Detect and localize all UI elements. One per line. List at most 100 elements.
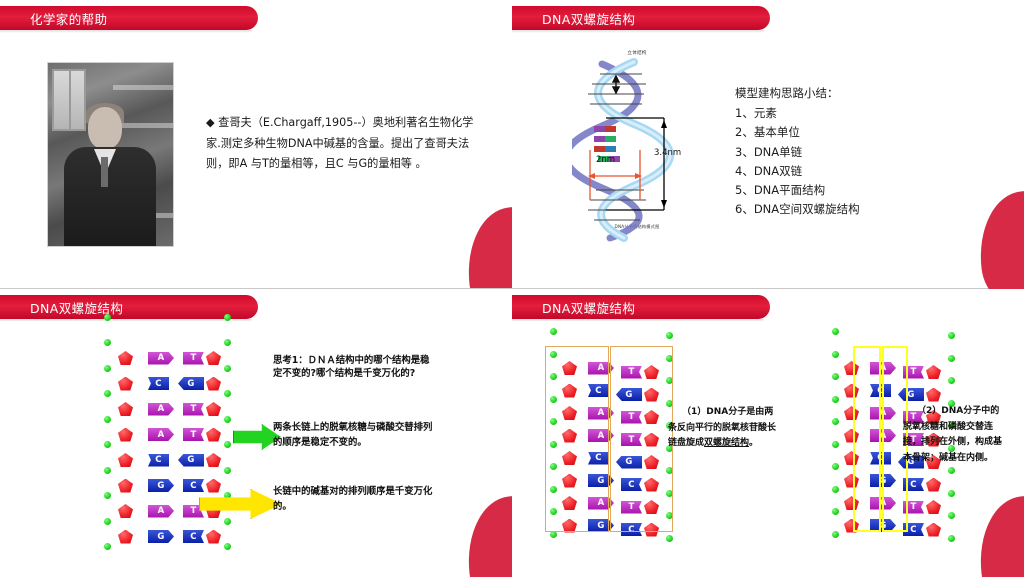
phosphate-dot (832, 328, 839, 336)
slide-title-text: 化学家的帮助 (30, 11, 108, 27)
phosphate-dot (104, 492, 111, 500)
deoxyribose-pentagon (562, 428, 577, 443)
deoxyribose-pentagon (118, 504, 133, 518)
deoxyribose-pentagon (644, 432, 659, 447)
base-right: T (183, 351, 204, 365)
deoxyribose-pentagon (562, 451, 577, 465)
deoxyribose-pentagon (206, 529, 221, 544)
deoxyribose-pentagon (844, 473, 859, 488)
slide-title-text: DNA双螺旋结构 (542, 300, 636, 316)
slide-double-helix-model[interactable]: DNA双螺旋结构 (512, 0, 1024, 288)
deoxyribose-pentagon (926, 477, 941, 492)
model-summary-heading: 模型建构思路小结： (735, 86, 839, 100)
deoxyribose-pentagon (118, 351, 133, 365)
phosphate-dot (948, 332, 955, 340)
base-left: C (148, 377, 169, 390)
deoxyribose-pentagon (118, 427, 133, 442)
base-left: C (588, 451, 609, 465)
base-left: C (148, 453, 169, 467)
deoxyribose-pentagon (644, 500, 659, 514)
corner-decoration (461, 493, 512, 577)
phosphate-dot (224, 390, 231, 398)
phosphate-dot (104, 441, 111, 449)
banner-shadow (0, 319, 252, 322)
base-right: C (621, 523, 642, 536)
base-right: C (183, 479, 204, 492)
base-right: T (621, 500, 642, 514)
phosphate-dot (550, 350, 557, 358)
phosphate-dot (948, 354, 955, 362)
answer-stable-text: 两条长链上的脱氧核糖与磷酸交替排列的顺序是稳定不变的。 (273, 422, 433, 448)
phosphate-dot (832, 485, 839, 493)
phosphate-dot (832, 373, 839, 381)
phosphate-dot (666, 354, 673, 362)
phosphate-dot (832, 440, 839, 448)
base-right: G (178, 377, 204, 390)
deoxyribose-pentagon (926, 455, 941, 469)
banner-shadow (512, 319, 764, 322)
deoxyribose-pentagon (926, 410, 941, 424)
phosphate-dot (224, 441, 231, 449)
phosphate-dot (104, 543, 111, 551)
phosphate-dot (104, 466, 111, 474)
deoxyribose-pentagon (562, 518, 577, 533)
helix-pitch-label: 3.4nm (654, 148, 682, 158)
phosphate-dot (948, 489, 955, 497)
phosphate-dot (550, 373, 557, 381)
phosphate-dot (666, 489, 673, 497)
phosphate-dot (550, 440, 557, 448)
phosphate-dot (224, 415, 231, 423)
base-left: A (148, 504, 174, 518)
phosphate-dot (550, 418, 557, 426)
deoxyribose-pentagon (844, 383, 859, 398)
deoxyribose-pentagon (644, 522, 659, 537)
base-right: C (621, 478, 642, 491)
phosphate-dot (104, 517, 111, 525)
helix-top-caption: 立体结构 (627, 51, 647, 56)
note-1-text: （1）DNA分子是由两条反向平行的脱氧核苷酸长链盘旋成双螺旋结构。 (668, 405, 778, 452)
deoxyribose-pentagon (118, 478, 133, 493)
phosphate-dot (832, 395, 839, 403)
base-left: G (588, 519, 614, 532)
phosphate-dot (666, 399, 673, 407)
phosphate-dot (832, 530, 839, 538)
phosphate-dot (104, 364, 111, 372)
base-right: C (903, 478, 924, 491)
deoxyribose-pentagon (206, 427, 221, 442)
base-left: A (148, 402, 174, 416)
deoxyribose-pentagon (844, 428, 859, 443)
base-left: A (588, 429, 614, 442)
phosphate-dot (666, 467, 673, 475)
base-right: T (621, 433, 642, 446)
note-1-lead: （1）DNA分子是由两条反向平行的脱氧核苷酸长链盘旋成 (668, 407, 777, 448)
slide-chemist-help[interactable]: 化学家的帮助 ◆ 查哥夫（E.Chargaff,1905--）奥地利著名生物化学… (0, 0, 512, 288)
phosphate-dot (550, 530, 557, 538)
phosphate-dot (104, 390, 111, 398)
highlight-box-strand-2 (610, 346, 673, 532)
phosphate-dot (666, 512, 673, 520)
slide-title-text: DNA双螺旋结构 (542, 11, 636, 27)
base-right: C (903, 523, 924, 536)
phosphate-dot (224, 466, 231, 474)
phosphate-dot (104, 313, 111, 321)
base-left: A (148, 428, 174, 441)
highlight-box-backbone-right (882, 346, 908, 532)
phosphate-dot (948, 422, 955, 430)
phosphate-dot (666, 377, 673, 385)
chargaff-portrait-image (47, 62, 174, 247)
deoxyribose-pentagon (644, 410, 659, 424)
deoxyribose-pentagon (844, 496, 859, 510)
deoxyribose-pentagon (926, 500, 941, 514)
deoxyribose-pentagon (118, 402, 133, 416)
phosphate-dot (832, 508, 839, 516)
phosphate-dot (224, 313, 231, 321)
phosphate-dot (104, 415, 111, 423)
note-1-underlined: 双螺旋结构 (704, 438, 750, 448)
phosphate-dot (224, 543, 231, 551)
phosphate-dot (666, 534, 673, 542)
deoxyribose-pentagon (644, 455, 659, 469)
base-right: T (903, 365, 924, 379)
helix-svg (572, 58, 674, 242)
